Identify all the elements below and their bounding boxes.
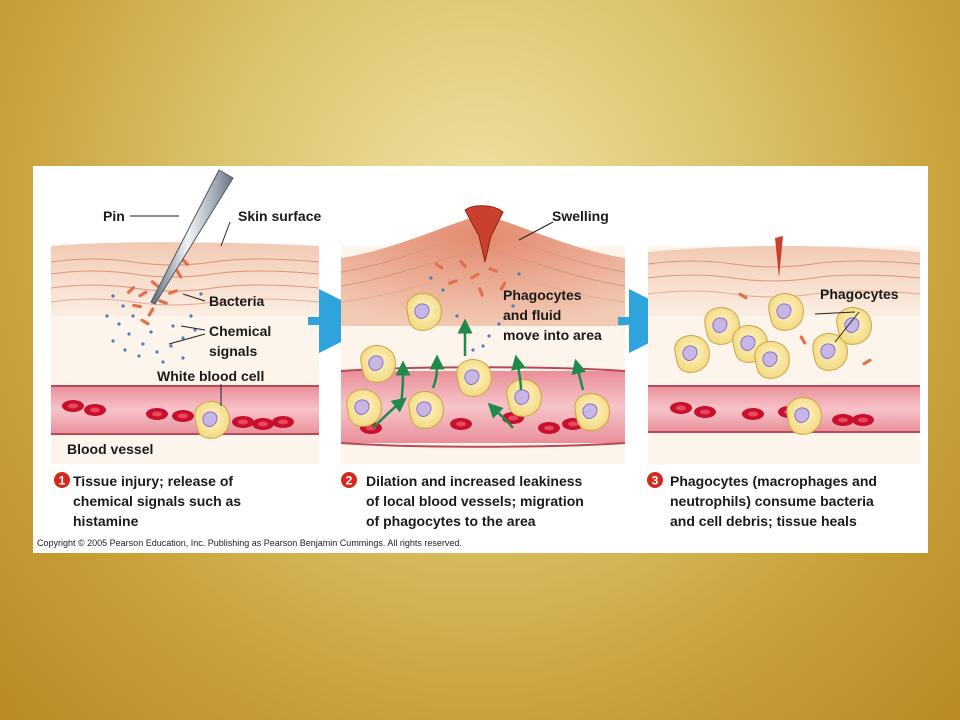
label-pin: Pin bbox=[103, 208, 125, 224]
label-phagocytes-move-2: and fluid bbox=[503, 307, 561, 323]
copyright-notice: Copyright © 2005 Pearson Education, Inc.… bbox=[37, 538, 462, 548]
step-1-number: 1 bbox=[59, 474, 66, 488]
step-2-line-3: of phagocytes to the area bbox=[366, 513, 536, 529]
label-blood-vessel: Blood vessel bbox=[67, 441, 153, 457]
step-1-line-1: Tissue injury; release of bbox=[73, 473, 233, 489]
step-2-line-2: of local blood vessels; migration bbox=[366, 493, 584, 509]
step-2-number: 2 bbox=[346, 474, 353, 488]
step-1-line-3: histamine bbox=[73, 513, 139, 529]
label-bacteria: Bacteria bbox=[209, 293, 264, 309]
step-1-line-2: chemical signals such as bbox=[73, 493, 241, 509]
panel-3: Phagocytes bbox=[647, 236, 921, 464]
migration-arrows bbox=[372, 318, 587, 429]
panel-2: Swelling Phagocytes and fluid move into … bbox=[340, 205, 626, 464]
label-chemical-signals-2: signals bbox=[209, 343, 257, 359]
label-phagocytes: Phagocytes bbox=[820, 286, 899, 302]
step-3-line-1: Phagocytes (macrophages and bbox=[670, 473, 877, 489]
step-2-caption: 2 Dilation and increased leakiness of lo… bbox=[341, 472, 584, 529]
label-phagocytes-move-1: Phagocytes bbox=[503, 287, 582, 303]
label-phagocytes-move-3: move into area bbox=[503, 327, 602, 343]
inflammatory-response-figure: Pin Skin surface Bacteria Chemical signa… bbox=[33, 166, 928, 553]
step-3-number: 3 bbox=[652, 474, 659, 488]
step-1-badge bbox=[54, 472, 70, 488]
step-3-line-2: neutrophils) consume bacteria bbox=[670, 493, 874, 509]
step-2-line-1: Dilation and increased leakiness bbox=[366, 473, 583, 489]
step-1-caption: 1 Tissue injury; release of chemical sig… bbox=[54, 472, 241, 529]
step-3-line-3: and cell debris; tissue heals bbox=[670, 513, 857, 529]
step-2-badge bbox=[341, 472, 357, 488]
label-skin-surface: Skin surface bbox=[238, 208, 321, 224]
label-white-blood-cell: White blood cell bbox=[157, 368, 264, 384]
diagram-canvas: Pin Skin surface Bacteria Chemical signa… bbox=[37, 169, 921, 548]
step-3-badge bbox=[647, 472, 663, 488]
label-swelling: Swelling bbox=[552, 208, 609, 224]
label-chemical-signals-1: Chemical bbox=[209, 323, 271, 339]
step-3-caption: 3 Phagocytes (macrophages and neutrophil… bbox=[647, 472, 877, 529]
panel-1: Pin Skin surface Bacteria Chemical signa… bbox=[50, 169, 321, 464]
